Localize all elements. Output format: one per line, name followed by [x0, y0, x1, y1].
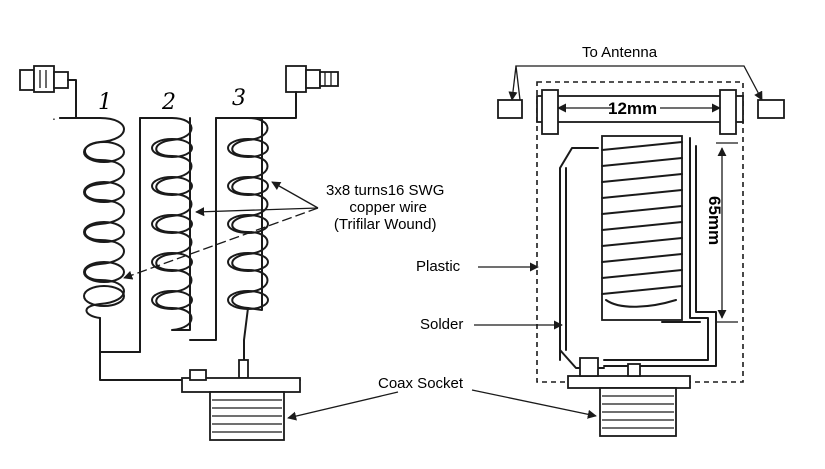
plastic-box-outline	[536, 81, 744, 383]
plastic-label: Plastic	[416, 258, 461, 275]
coax-leader-right	[471, 389, 597, 419]
coax-leader-left	[287, 391, 399, 421]
conductor-wires	[559, 137, 738, 369]
top-terminal-bar	[497, 89, 785, 135]
coil-number-3: 3	[232, 86, 246, 111]
left-terminal-screw-icon	[19, 65, 77, 119]
core-coil	[601, 135, 683, 321]
coil-number-1: 1	[98, 90, 112, 115]
right-coax-socket-icon	[567, 357, 691, 437]
solder-label: Solder	[420, 316, 464, 333]
winding-spec-line-1: 3x8 turns16 SWG	[326, 182, 445, 199]
left-coax-socket-icon	[181, 369, 301, 441]
coax-socket-label: Coax Socket	[378, 375, 464, 392]
right-enclosure-assembly	[287, 65, 785, 437]
to-antenna-label: To Antenna	[582, 44, 658, 61]
winding-leader-lines	[123, 181, 319, 280]
coil-2	[99, 117, 193, 353]
svg-text:.: .	[52, 107, 56, 123]
height-dimension-label: 65mm	[705, 196, 724, 246]
right-terminal-screw-icon	[249, 65, 339, 119]
width-dimension-label: 12mm	[608, 99, 658, 118]
winding-spec-label: 3x8 turns16 SWG copper wire (Trifilar Wo…	[326, 182, 444, 233]
coil-number-2: 2	[162, 90, 176, 115]
left-trifilar-assembly: .	[19, 65, 339, 441]
winding-spec-line-2: copper wire	[349, 199, 427, 216]
winding-spec-line-3: (Trifilar Wound)	[333, 216, 437, 233]
coil-3	[189, 117, 269, 379]
